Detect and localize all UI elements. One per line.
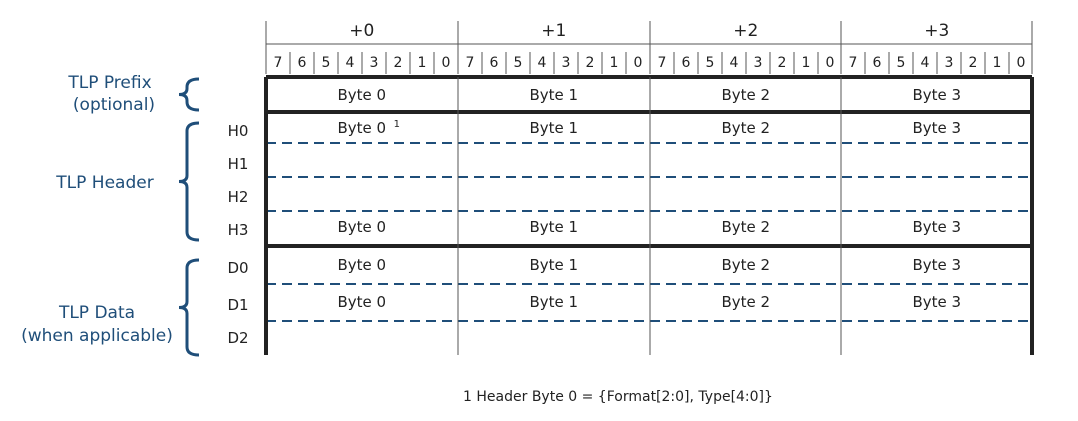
grid-lines (178, 21, 1034, 357)
bit-label: 5 (322, 55, 331, 71)
bit-label: 1 (802, 55, 811, 71)
bit-label: 0 (1017, 55, 1026, 71)
prefix-brace-icon (178, 77, 200, 112)
column-title: +0 (349, 21, 374, 41)
bit-label: 0 (634, 55, 643, 71)
data-brace-icon (178, 258, 200, 357)
byte-cell: Byte 3 (912, 256, 961, 274)
header-brace-icon (178, 121, 200, 242)
bit-label: 7 (466, 55, 475, 71)
row-label-d1: D1 (227, 296, 248, 314)
byte-cell: Byte 3 (912, 218, 961, 236)
byte-cell: Byte 0 (337, 119, 386, 137)
bit-label: 6 (298, 55, 307, 71)
row-label-h0: H0 (228, 122, 249, 140)
bit-label: 0 (826, 55, 835, 71)
bit-label: 7 (274, 55, 283, 71)
byte-cell: Byte 2 (721, 256, 770, 274)
bit-label: 2 (586, 55, 595, 71)
bit-label: 4 (538, 55, 547, 71)
group-label-data: TLP Data (58, 303, 135, 323)
bit-label: 1 (610, 55, 619, 71)
byte-cell: Byte 1 (529, 218, 578, 236)
byte-cell: Byte 1 (529, 293, 578, 311)
bit-label: 6 (873, 55, 882, 71)
bit-label: 5 (706, 55, 715, 71)
byte-cell: Byte 0 (337, 293, 386, 311)
bit-label: 1 (993, 55, 1002, 71)
prefix-byte-cell: Byte 1 (529, 86, 578, 104)
byte-cell: Byte 2 (721, 293, 770, 311)
row-label-h1: H1 (228, 155, 249, 173)
bit-label: 2 (969, 55, 978, 71)
bit-label: 3 (370, 55, 379, 71)
byte-cell: Byte 2 (721, 119, 770, 137)
group-label-data-sub: (when applicable) (21, 326, 173, 346)
footnote-marker: 1 (394, 119, 400, 130)
footnote-text: 1 Header Byte 0 = {Format[2:0], Type[4:0… (463, 389, 773, 405)
bit-label: 6 (682, 55, 691, 71)
byte-cell: Byte 1 (529, 119, 578, 137)
bit-label: 4 (346, 55, 355, 71)
bit-label: 4 (921, 55, 930, 71)
bit-label: 2 (394, 55, 403, 71)
row-label-d2: D2 (227, 329, 248, 347)
row-label-d0: D0 (227, 259, 248, 277)
bit-label: 4 (730, 55, 739, 71)
byte-cell: Byte 0 (337, 256, 386, 274)
bit-label: 3 (945, 55, 954, 71)
bit-label: 3 (754, 55, 763, 71)
bit-label: 7 (658, 55, 667, 71)
bit-label: 7 (849, 55, 858, 71)
bit-label: 1 (418, 55, 427, 71)
prefix-byte-cell: Byte 3 (912, 86, 961, 104)
column-title: +1 (541, 21, 566, 41)
group-label-prefix: TLP Prefix (67, 73, 151, 93)
prefix-byte-cell: Byte 2 (721, 86, 770, 104)
column-title: +2 (733, 21, 758, 41)
row-label-h2: H2 (228, 188, 249, 206)
prefix-byte-cell: Byte 0 (337, 86, 386, 104)
byte-cell: Byte 3 (912, 119, 961, 137)
bit-label: 0 (442, 55, 451, 71)
bit-label: 5 (897, 55, 906, 71)
bit-label: 6 (490, 55, 499, 71)
byte-cell: Byte 0 (337, 218, 386, 236)
byte-cell: Byte 2 (721, 218, 770, 236)
column-title: +3 (924, 21, 949, 41)
bit-label: 5 (514, 55, 523, 71)
byte-cell: Byte 1 (529, 256, 578, 274)
bit-label: 3 (562, 55, 571, 71)
group-label-prefix-sub: (optional) (73, 95, 155, 115)
bit-label: 2 (778, 55, 787, 71)
group-label-header: TLP Header (55, 173, 153, 193)
byte-cell: Byte 3 (912, 293, 961, 311)
row-label-h3: H3 (228, 221, 249, 239)
